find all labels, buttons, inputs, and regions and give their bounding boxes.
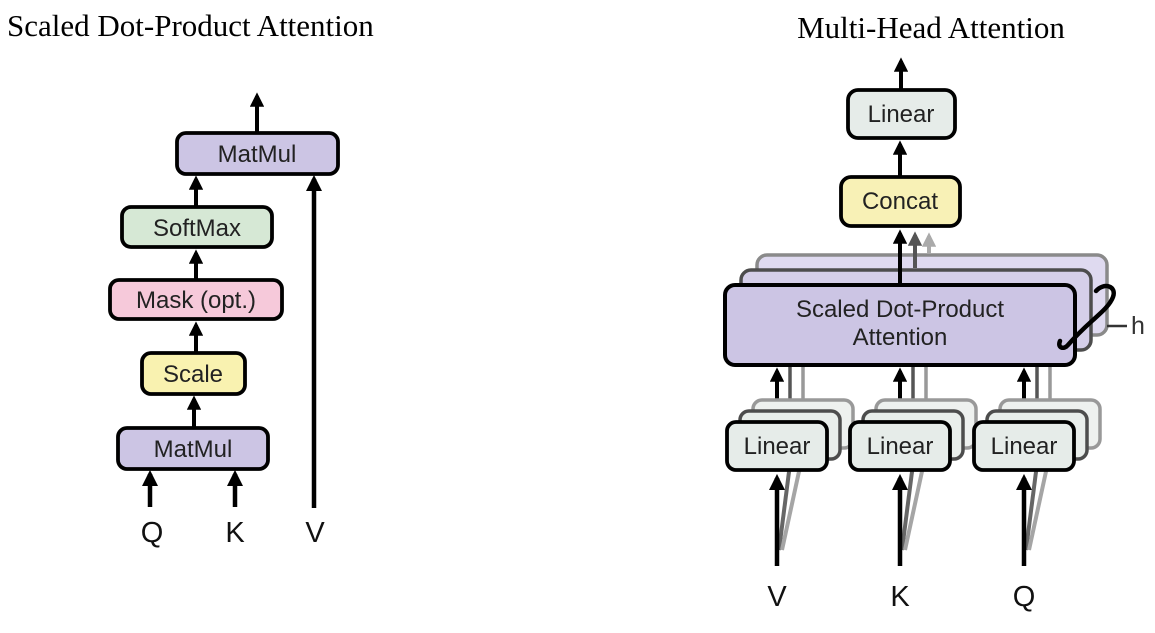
node-softmax: SoftMax	[120, 205, 274, 249]
scale-label: Scale	[163, 361, 223, 388]
softmax-label: SoftMax	[153, 215, 241, 242]
node-linear-v: Linear	[725, 398, 855, 472]
mask-label: Mask (opt.)	[136, 287, 256, 314]
scale-box	[140, 351, 247, 396]
mask-box	[108, 278, 284, 321]
right-diagram-title: Multi-Head Attention	[797, 10, 1065, 45]
node-matmul-top: MatMul	[175, 131, 340, 176]
node-linear-k: Linear	[848, 398, 978, 472]
concat-box	[839, 175, 962, 228]
linear-k-box	[848, 420, 952, 472]
node-linear-q: Linear	[972, 398, 1102, 472]
left-q-label: Q	[141, 517, 164, 549]
linear-out-label: Linear	[868, 101, 935, 128]
matmul-bottom-label: MatMul	[154, 436, 233, 463]
linear-q-label: Linear	[991, 433, 1058, 460]
linear-k-label: Linear	[867, 433, 934, 460]
node-sdpa: Scaled Dot-Product Attention	[723, 283, 1077, 367]
left-k-label: K	[225, 517, 245, 549]
matmul-bottom-box	[116, 426, 270, 471]
node-concat: Concat	[839, 175, 962, 228]
matmul-top-label: MatMul	[218, 141, 297, 168]
linear-out-box	[846, 88, 957, 140]
node-linear-out: Linear	[846, 88, 957, 140]
node-matmul-bottom: MatMul	[116, 426, 270, 471]
sdpa-label-line2: Attention	[853, 324, 948, 351]
linear-q-box	[972, 420, 1076, 472]
linear-v-box	[725, 420, 829, 472]
left-diagram-title: Scaled Dot-Product Attention	[7, 8, 374, 43]
heads-count-label: h	[1131, 312, 1145, 340]
multi-head-attention-diagram: Multi-Head Attention Scaled Dot-Product …	[723, 10, 1145, 613]
matmul-top-box	[175, 131, 340, 176]
right-v-label: V	[767, 581, 787, 613]
linear-v-label: Linear	[744, 433, 811, 460]
concat-label: Concat	[862, 188, 938, 215]
left-v-label: V	[305, 517, 325, 549]
node-scale: Scale	[140, 351, 247, 396]
right-k-label: K	[890, 581, 910, 613]
node-mask: Mask (opt.)	[108, 278, 284, 321]
sdpa-label-line1: Scaled Dot-Product	[796, 296, 1004, 323]
heads-brace-squiggle	[1057, 283, 1116, 350]
right-q-label: Q	[1013, 581, 1036, 613]
scaled-dot-product-attention-diagram: Scaled Dot-Product Attention MatMul Soft…	[7, 8, 374, 549]
softmax-box	[120, 205, 274, 249]
sdpa-box	[723, 283, 1077, 367]
